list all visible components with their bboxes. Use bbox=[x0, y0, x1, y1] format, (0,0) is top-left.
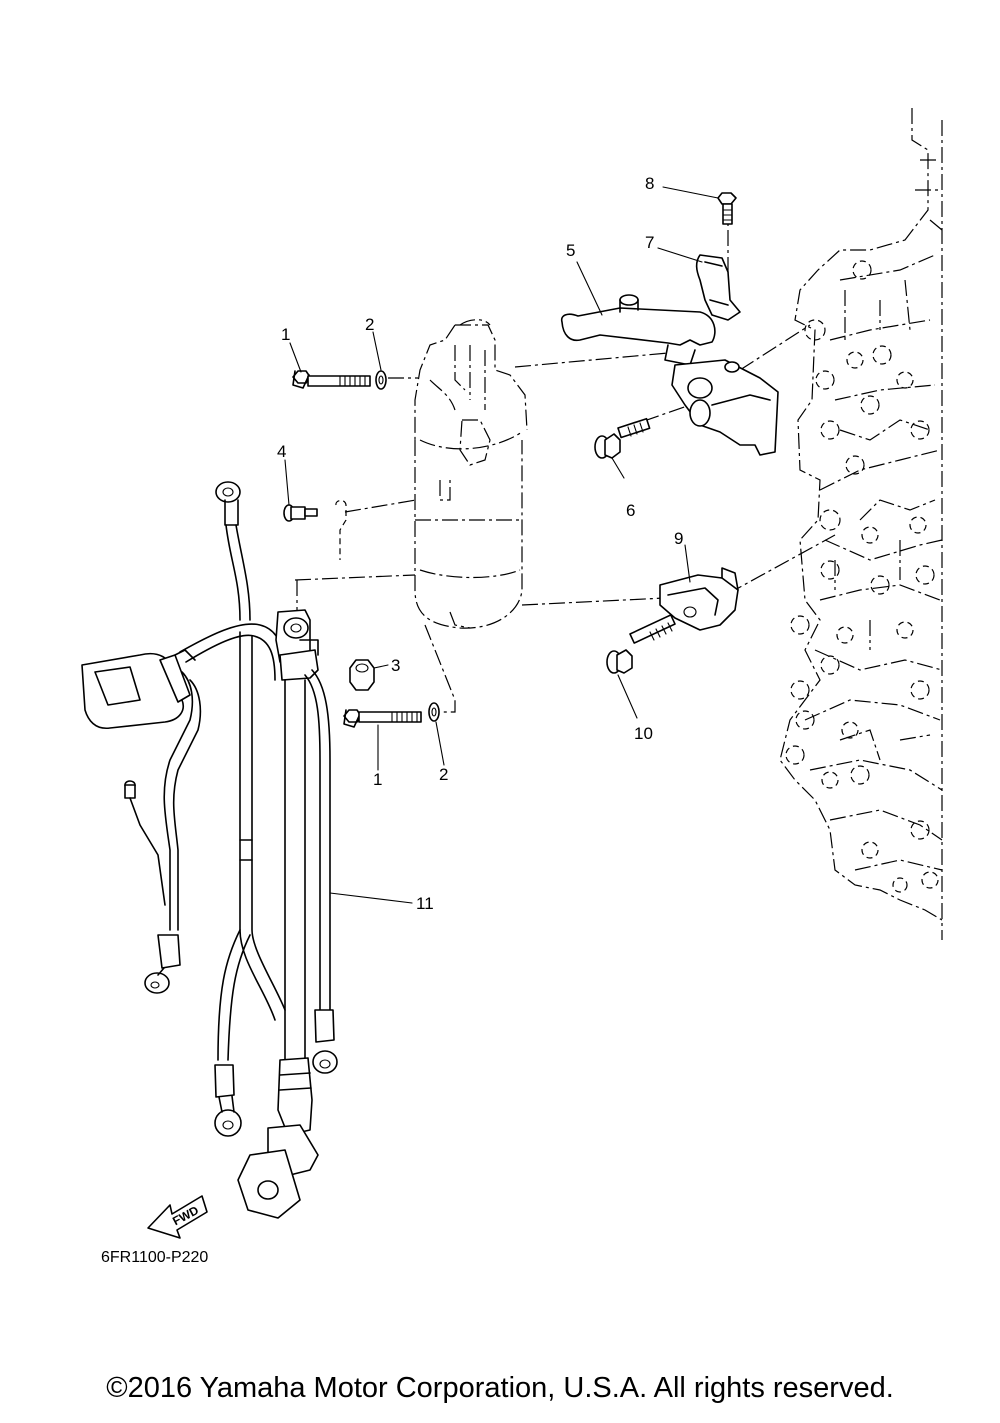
bolt-part-10 bbox=[606, 614, 676, 674]
callout-5: 5 bbox=[566, 241, 575, 260]
washer-part-2-upper bbox=[375, 370, 387, 390]
callout-6: 6 bbox=[626, 501, 635, 520]
callout-1-upper: 1 bbox=[281, 325, 290, 344]
callout-11: 11 bbox=[416, 894, 434, 913]
wire-terminal-dashed bbox=[335, 499, 347, 560]
callout-2-upper: 2 bbox=[365, 315, 374, 334]
callout-7: 7 bbox=[645, 233, 654, 252]
diagram-part-code: 6FR1100-P220 bbox=[101, 1249, 208, 1266]
mounting-bracket bbox=[671, 359, 779, 456]
clamp-part-7 bbox=[695, 254, 741, 321]
callout-9: 9 bbox=[674, 529, 683, 548]
callout-10: 10 bbox=[634, 724, 653, 743]
starter-motor-outline bbox=[414, 319, 528, 629]
cable-harness-part-11 bbox=[81, 481, 338, 1219]
bolt-part-1-upper bbox=[292, 370, 371, 389]
copyright-notice: ©2016 Yamaha Motor Corporation, U.S.A. A… bbox=[106, 1372, 894, 1404]
washer-part-2-lower bbox=[428, 702, 440, 722]
bracket-part-5 bbox=[560, 294, 716, 366]
callout-1-lower: 1 bbox=[373, 770, 382, 789]
alignment-lines bbox=[294, 220, 836, 713]
bolt-part-6 bbox=[594, 417, 651, 459]
callout-3: 3 bbox=[391, 656, 400, 675]
callout-labels: 1 2 3 4 5 6 7 8 9 10 1 2 11 bbox=[277, 174, 683, 913]
callout-4: 4 bbox=[277, 442, 286, 461]
callout-2-lower: 2 bbox=[439, 765, 448, 784]
callout-8: 8 bbox=[645, 174, 654, 193]
nut-part-3 bbox=[349, 659, 375, 691]
leader-lines bbox=[284, 186, 719, 904]
bolt-part-1-lower bbox=[343, 709, 422, 728]
fwd-direction-arrow: FWD bbox=[147, 1195, 208, 1239]
bolt-part-8 bbox=[717, 192, 737, 225]
holder-part-9 bbox=[659, 567, 739, 631]
engine-block-outline bbox=[779, 108, 943, 940]
screw-part-4 bbox=[283, 504, 318, 522]
